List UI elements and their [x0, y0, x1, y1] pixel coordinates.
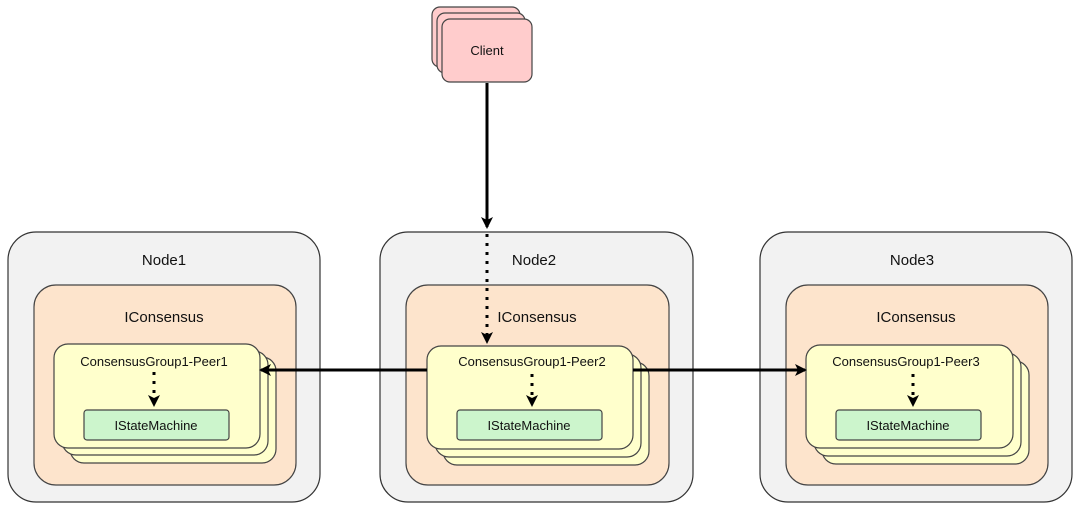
node-2-consensus-label: IConsensus	[497, 309, 576, 326]
node-2-statemachine-box	[456, 409, 603, 441]
node-3: Node3 IConsensus ConsensusGroup1-Peer3 I…	[759, 231, 1073, 503]
node-2-statemachine-label: IStateMachine	[487, 418, 570, 433]
node-3-peer-label: ConsensusGroup1-Peer3	[832, 354, 979, 369]
client-label: Client	[470, 43, 504, 58]
node-1-consensus-label: IConsensus	[124, 309, 203, 326]
node-3-consensus-label: IConsensus	[876, 309, 955, 326]
node-1-label: Node1	[142, 252, 186, 269]
node-3-label: Node3	[890, 252, 934, 269]
node-3-statemachine-box	[835, 409, 982, 441]
node-1-peer-label: ConsensusGroup1-Peer1	[80, 354, 227, 369]
node-2: Node2 IConsensus ConsensusGroup1-Peer2 I…	[379, 231, 694, 503]
node-2-label: Node2	[512, 252, 556, 269]
node-1-statemachine-label: IStateMachine	[114, 418, 197, 433]
client-stack: Client	[431, 6, 533, 83]
node-3-statemachine-label: IStateMachine	[866, 418, 949, 433]
client-box	[441, 18, 533, 83]
node-1: Node1 IConsensus ConsensusGroup1-Peer1 I…	[7, 231, 321, 503]
node-1-statemachine-box	[83, 409, 230, 441]
node-2-peer-label: ConsensusGroup1-Peer2	[458, 354, 605, 369]
